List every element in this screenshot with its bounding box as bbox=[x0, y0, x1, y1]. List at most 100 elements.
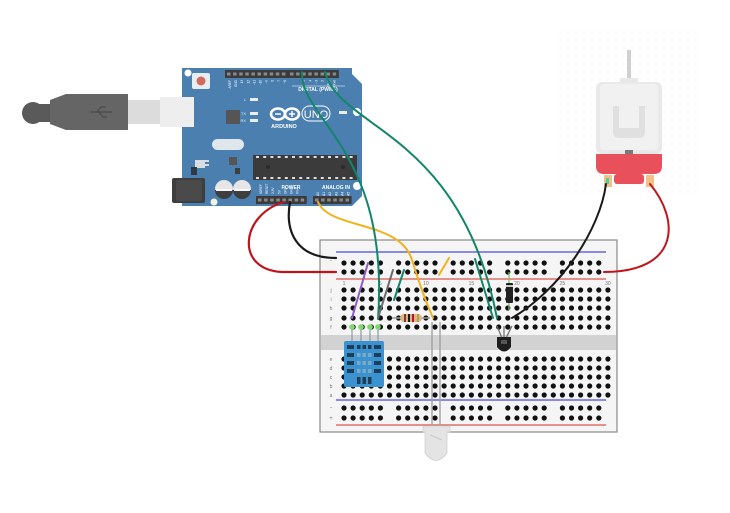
wire-purple[interactable] bbox=[351, 262, 369, 319]
breadboard-hole[interactable] bbox=[578, 383, 584, 389]
breadboard-hole[interactable] bbox=[605, 365, 611, 371]
rail-hole[interactable] bbox=[341, 269, 347, 275]
rail-hole[interactable] bbox=[368, 405, 374, 411]
breadboard-hole[interactable] bbox=[587, 392, 593, 398]
breadboard-hole[interactable] bbox=[441, 305, 447, 311]
breadboard-hole[interactable] bbox=[386, 383, 393, 389]
breadboard-hole[interactable] bbox=[441, 383, 447, 389]
breadboard-hole[interactable] bbox=[341, 305, 347, 311]
breadboard-hole[interactable] bbox=[605, 324, 611, 330]
breadboard-hole[interactable] bbox=[587, 324, 593, 330]
breadboard-hole[interactable] bbox=[396, 356, 402, 362]
breadboard-hole[interactable] bbox=[568, 356, 575, 362]
breadboard-hole[interactable] bbox=[578, 365, 584, 371]
breadboard-hole[interactable] bbox=[532, 374, 538, 380]
header-pin[interactable] bbox=[227, 72, 231, 76]
rail-hole[interactable] bbox=[459, 260, 465, 266]
breadboard-hole[interactable] bbox=[477, 383, 484, 389]
wire-gnd-black[interactable] bbox=[287, 200, 338, 260]
breadboard-hole[interactable] bbox=[587, 287, 593, 293]
rail-hole[interactable] bbox=[359, 269, 365, 275]
breadboard-hole[interactable] bbox=[487, 365, 493, 371]
breadboard-hole[interactable] bbox=[414, 324, 420, 330]
rail-hole[interactable] bbox=[487, 260, 493, 266]
breadboard-hole[interactable] bbox=[523, 287, 529, 293]
breadboard-hole[interactable] bbox=[605, 383, 611, 389]
breadboard-hole[interactable] bbox=[441, 365, 447, 371]
breadboard-hole[interactable] bbox=[496, 305, 502, 311]
header-pin[interactable] bbox=[321, 198, 325, 202]
rail-hole[interactable] bbox=[532, 260, 538, 266]
breadboard-hole[interactable] bbox=[523, 315, 529, 321]
rail-hole[interactable] bbox=[396, 405, 402, 411]
breadboard-hole[interactable] bbox=[568, 365, 575, 371]
breadboard-hole[interactable] bbox=[605, 315, 611, 321]
breadboard-hole[interactable] bbox=[496, 296, 502, 302]
header-pin[interactable] bbox=[308, 72, 312, 76]
rail-hole[interactable] bbox=[359, 260, 365, 266]
breadboard-hole[interactable] bbox=[341, 392, 347, 398]
breadboard-hole[interactable] bbox=[532, 356, 538, 362]
breadboard-hole[interactable] bbox=[386, 305, 393, 311]
usb-cable[interactable] bbox=[22, 94, 192, 130]
rail-hole[interactable] bbox=[432, 405, 438, 411]
breadboard-hole[interactable] bbox=[386, 315, 393, 321]
breadboard-hole[interactable] bbox=[423, 324, 429, 330]
breadboard-hole[interactable] bbox=[450, 296, 456, 302]
breadboard-hole[interactable] bbox=[468, 296, 474, 302]
breadboard-hole[interactable] bbox=[405, 374, 411, 380]
breadboard-hole[interactable] bbox=[532, 315, 538, 321]
rail-hole[interactable] bbox=[405, 415, 411, 421]
header-pin[interactable] bbox=[320, 72, 325, 76]
header-pin[interactable] bbox=[339, 198, 343, 202]
breadboard-hole[interactable] bbox=[596, 296, 602, 302]
rail-hole[interactable] bbox=[468, 415, 474, 421]
rail-hole[interactable] bbox=[541, 269, 547, 275]
rail-hole[interactable] bbox=[341, 260, 347, 266]
breadboard-hole[interactable] bbox=[550, 392, 556, 398]
breadboard-hole[interactable] bbox=[432, 356, 438, 362]
rail-hole[interactable] bbox=[396, 260, 402, 266]
breadboard-hole[interactable] bbox=[541, 383, 547, 389]
breadboard-hole[interactable] bbox=[596, 324, 602, 330]
breadboard-hole[interactable] bbox=[487, 315, 493, 321]
breadboard-hole[interactable] bbox=[559, 287, 566, 293]
breadboard-hole[interactable] bbox=[414, 305, 420, 311]
breadboard-hole[interactable] bbox=[396, 365, 402, 371]
rail-hole[interactable] bbox=[487, 415, 493, 421]
breadboard-hole[interactable] bbox=[505, 356, 511, 362]
breadboard-hole[interactable] bbox=[487, 374, 493, 380]
breadboard-hole[interactable] bbox=[359, 315, 365, 321]
breadboard-hole[interactable] bbox=[587, 365, 593, 371]
rail-hole[interactable] bbox=[459, 269, 465, 275]
breadboard-hole[interactable] bbox=[441, 287, 447, 293]
rail-hole[interactable] bbox=[568, 269, 575, 275]
breadboard-hole[interactable] bbox=[450, 356, 456, 362]
breadboard-hole[interactable] bbox=[359, 392, 365, 398]
header-pin[interactable] bbox=[332, 72, 337, 76]
breadboard-hole[interactable] bbox=[414, 296, 420, 302]
header-pin[interactable] bbox=[275, 72, 280, 76]
header-pin[interactable] bbox=[288, 198, 293, 202]
rail-hole[interactable] bbox=[368, 260, 374, 266]
reset-button-cap[interactable] bbox=[196, 76, 206, 86]
rail-hole[interactable] bbox=[414, 415, 420, 421]
breadboard-hole[interactable] bbox=[368, 305, 374, 311]
breadboard-hole[interactable] bbox=[487, 324, 493, 330]
rail-hole[interactable] bbox=[514, 405, 520, 411]
header-pin[interactable] bbox=[233, 72, 237, 76]
breadboard-hole[interactable] bbox=[423, 383, 429, 389]
dc-motor[interactable] bbox=[559, 31, 697, 193]
rail-hole[interactable] bbox=[450, 269, 456, 275]
breadboard-hole[interactable] bbox=[341, 324, 347, 330]
breadboard-hole[interactable] bbox=[541, 365, 547, 371]
rail-hole[interactable] bbox=[350, 260, 356, 266]
led[interactable] bbox=[422, 322, 451, 461]
breadboard-hole[interactable] bbox=[578, 315, 584, 321]
breadboard-hole[interactable] bbox=[459, 383, 465, 389]
breadboard-hole[interactable] bbox=[350, 296, 356, 302]
header-pin[interactable] bbox=[326, 72, 331, 76]
breadboard-hole[interactable] bbox=[514, 296, 520, 302]
breadboard-hole[interactable] bbox=[350, 287, 356, 293]
breadboard-hole[interactable] bbox=[468, 374, 474, 380]
